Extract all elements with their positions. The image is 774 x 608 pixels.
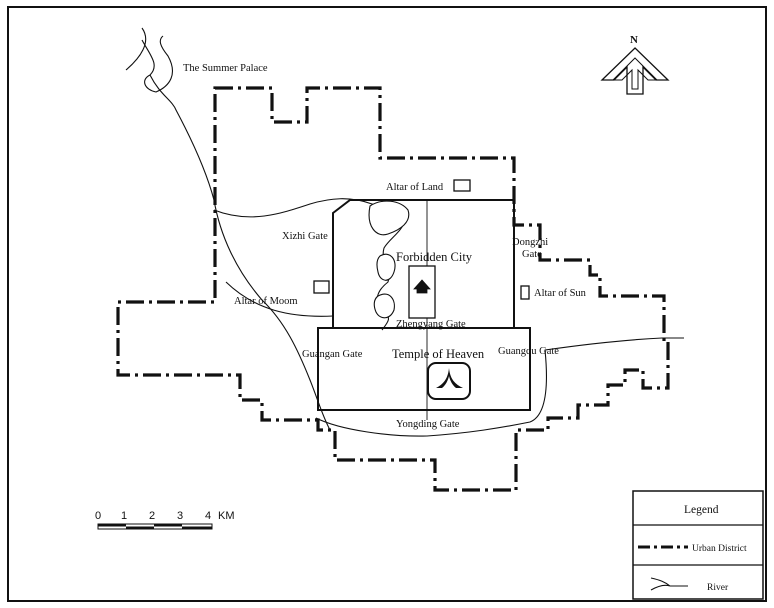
palace-icon	[413, 279, 431, 294]
legend-urban-district-label: Urban District	[692, 544, 747, 554]
lake-north	[368, 200, 410, 236]
river-main-west	[125, 27, 331, 431]
lake-south	[373, 293, 395, 319]
label-forbidden-city: Forbidden City	[396, 250, 473, 264]
scale-tick-4: 4	[205, 510, 211, 522]
scale-tick-1: 1	[121, 510, 127, 522]
scale-tick-2: 2	[149, 510, 155, 522]
altar-of-land-symbol	[453, 179, 471, 192]
label-zhengyang-gate: Zhengyang Gate	[396, 319, 466, 330]
river-symbol-icon	[650, 577, 688, 591]
scale-tick-0: 0	[95, 510, 101, 522]
legend-river-label: River	[707, 583, 729, 593]
altar-of-sun-symbol	[520, 285, 530, 300]
inner-city-wall	[332, 199, 515, 329]
label-yongding-gate: Yongding Gate	[396, 419, 460, 430]
urban-district-boundary	[116, 86, 670, 492]
label-guangan-gate: Guangan Gate	[302, 349, 363, 360]
north-label: N	[630, 34, 638, 46]
temple-of-heaven-symbol	[427, 362, 471, 400]
label-guangqu-gate: Guangqu Gate	[498, 346, 559, 357]
label-dongzhi-gate-2: Gate	[522, 249, 542, 260]
label-altar-of-sun: Altar of Sun	[534, 288, 587, 299]
north-arrow-icon: N	[600, 34, 670, 95]
temple-icon	[436, 368, 463, 388]
lake-middle	[376, 253, 396, 281]
river-south	[315, 337, 684, 437]
altar-of-moon-symbol	[313, 280, 330, 294]
scale-tick-3: 3	[177, 510, 183, 522]
outer-city-wall	[317, 327, 531, 411]
label-altar-of-land: Altar of Land	[386, 182, 444, 193]
scale-bar: 0 1 2 3 4 KM	[95, 510, 235, 530]
label-summer-palace: The Summer Palace	[183, 63, 268, 74]
legend-title: Legend	[684, 504, 719, 516]
label-altar-of-moon: Altar of Moom	[234, 296, 298, 307]
label-xizhi-gate: Xizhi Gate	[282, 231, 328, 242]
label-temple-of-heaven: Temple of Heaven	[392, 347, 485, 361]
label-dongzhi-gate-1: Dongzhi	[512, 237, 548, 248]
scale-unit: KM	[218, 510, 235, 522]
legend: Legend Urban District River	[632, 490, 764, 600]
river-altar-moon-branch	[225, 281, 334, 317]
